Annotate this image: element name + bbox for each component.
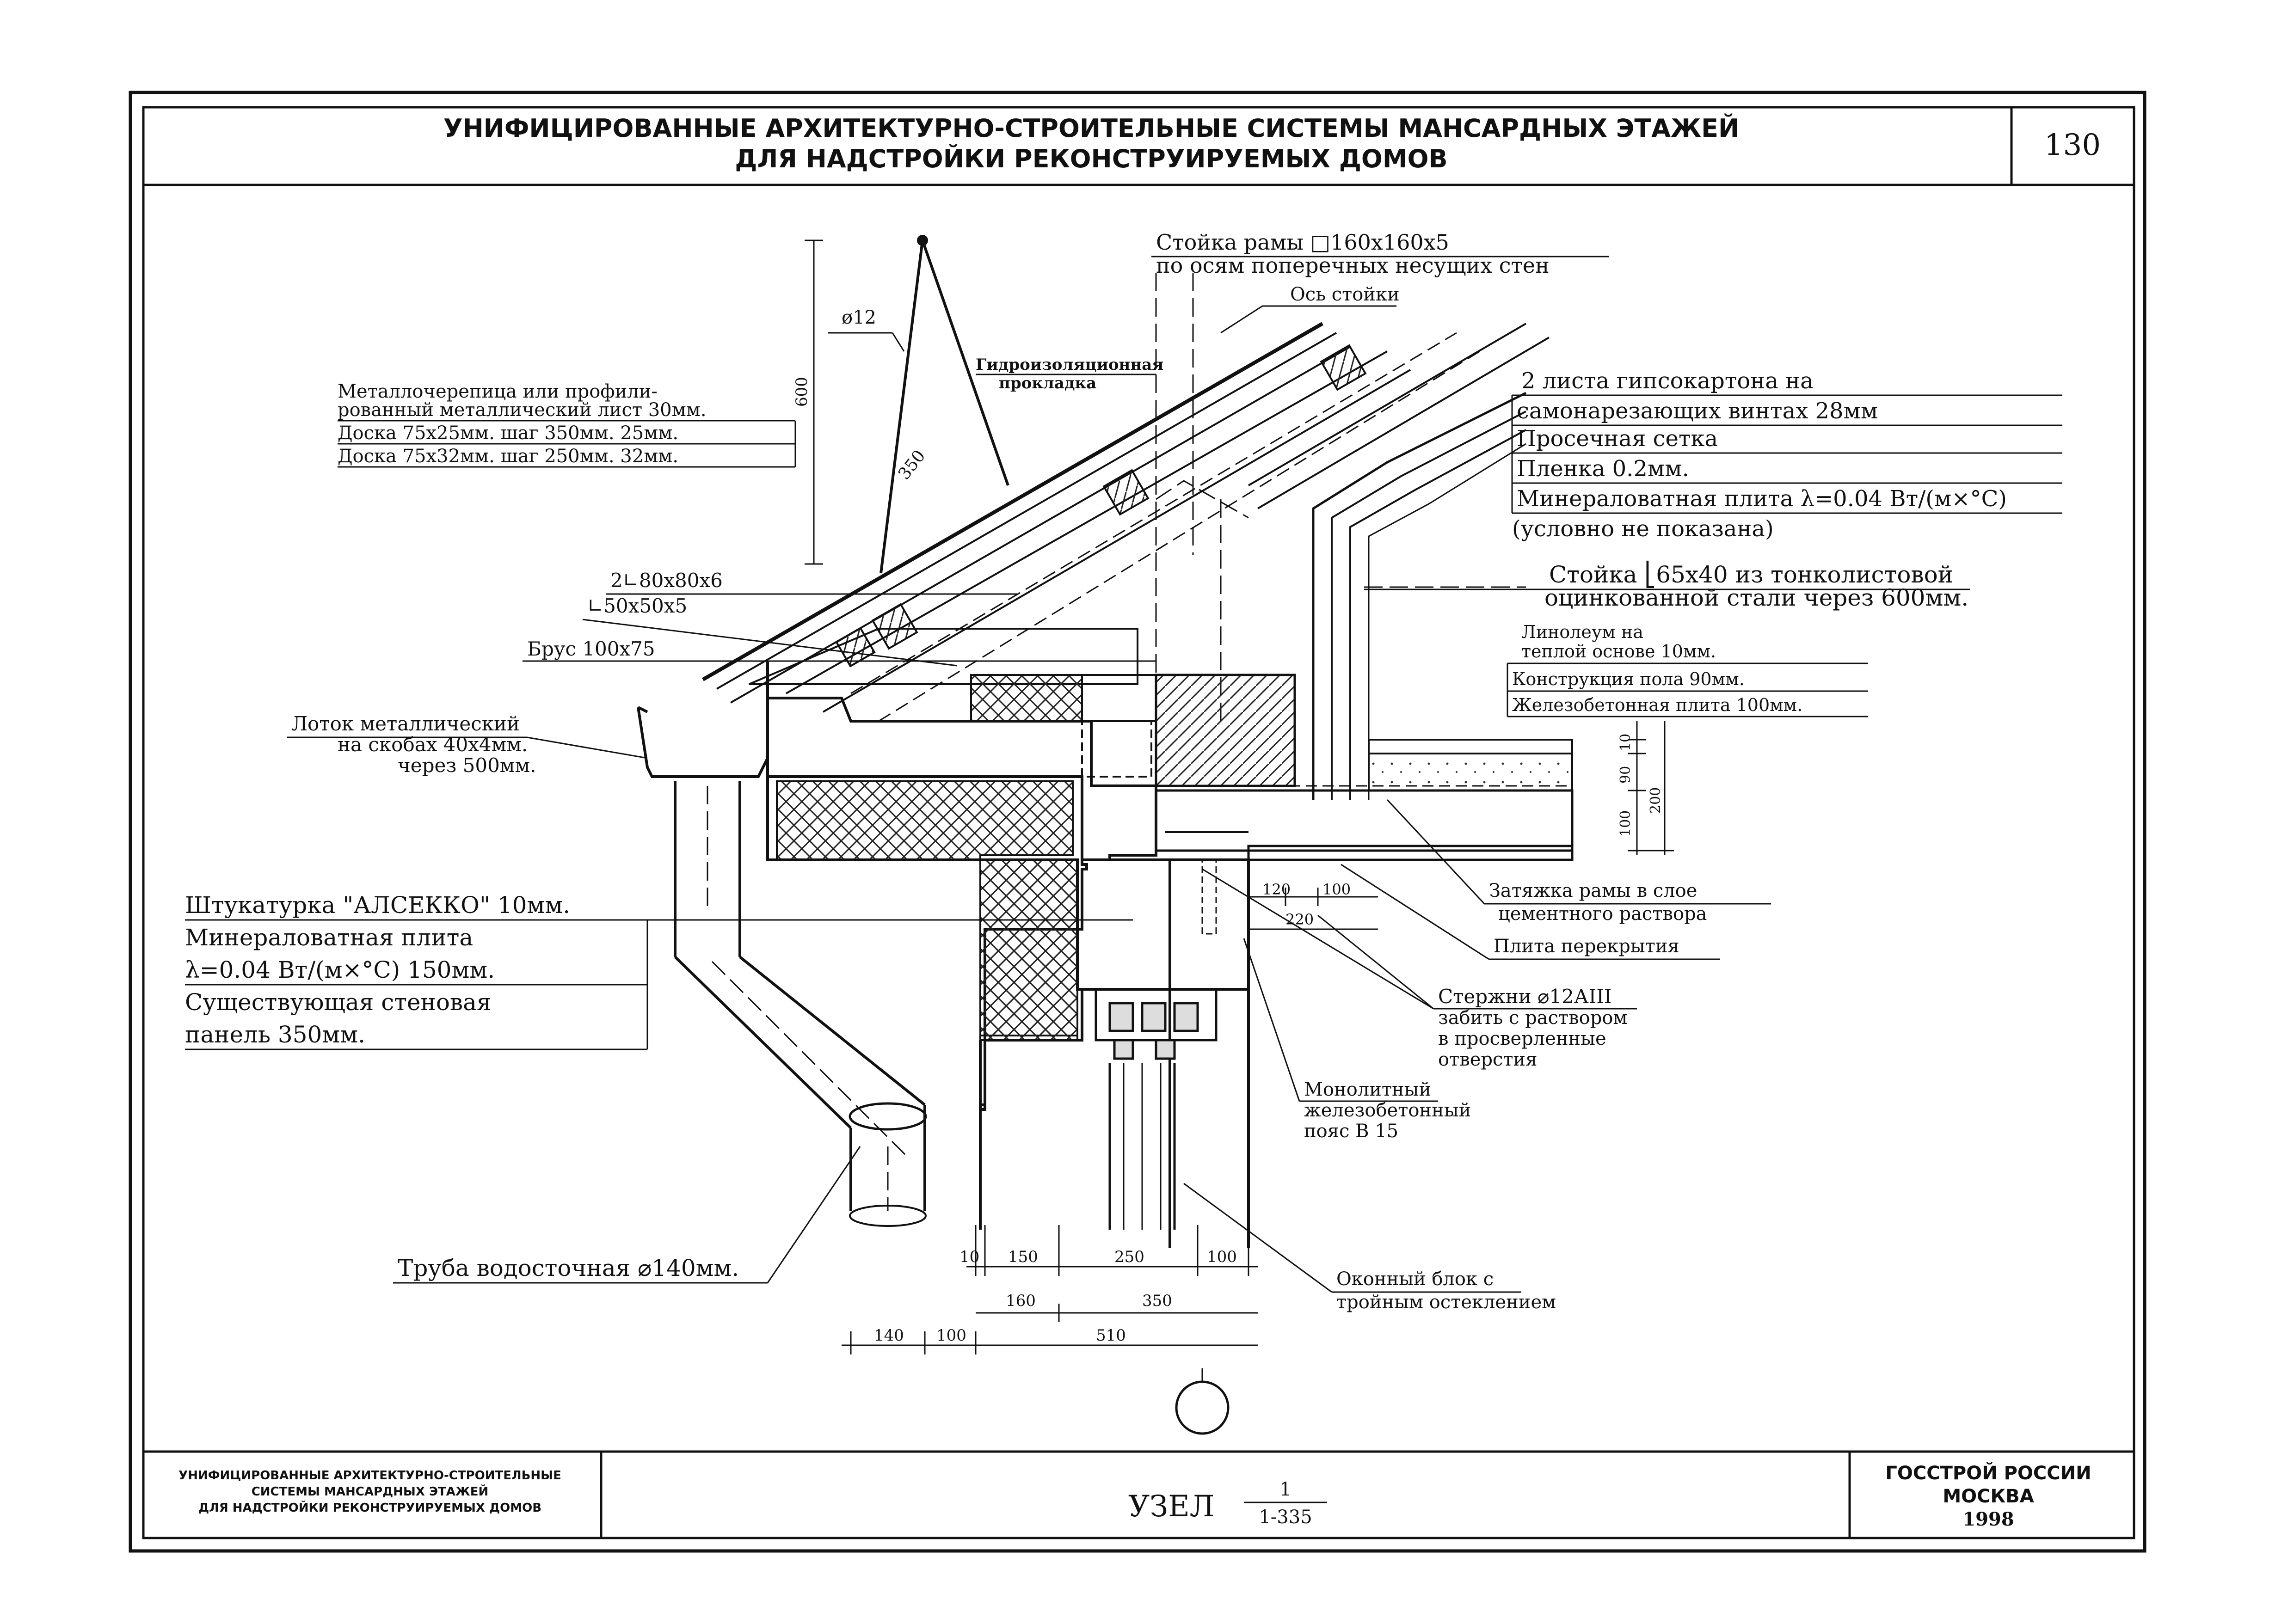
sheet-title-line-1: УНИФИЦИРОВАННЫЕ АРХИТЕКТУРНО-СТРОИТЕЛЬНЫ… [443, 114, 1739, 143]
dim-90: 90 [1617, 766, 1634, 784]
floor-callouts [1507, 662, 1868, 717]
bottom-dimension-chains [842, 1225, 1258, 1354]
dim-100-inner: 100 [1322, 881, 1351, 898]
beam-label: Брус 100х75 [527, 637, 655, 660]
sheet-number: 130 [2044, 128, 2101, 162]
tie-label-2: цементного раствора [1498, 903, 1707, 925]
plaster-label: Штукатурка "АЛСЕККО" 10мм. [185, 892, 570, 919]
rods-label-1: Стержни ⌀12АIII [1438, 985, 1611, 1008]
rods-label-4: отверстия [1438, 1049, 1537, 1070]
node-number: 1 [1279, 1479, 1291, 1500]
roof-metal-label-1: Металлочерепица или профили- [338, 381, 658, 402]
linoleum-label-1: Линолеум на [1521, 622, 1643, 642]
node-reference: 1-335 [1259, 1507, 1312, 1528]
waterproof-label-1: Гидроизоляционная [976, 355, 1163, 374]
roof-metal-label-2: рованный металлический лист 30мм. [338, 399, 707, 421]
monolith-label-1: Монолитный [1304, 1079, 1431, 1100]
mineral-wool-label-1: Минераловатная плита [185, 924, 473, 951]
slab-label: Плита перекрытия [1494, 936, 1679, 957]
org-year: 1998 [1962, 1508, 2014, 1530]
dim-200: 200 [1648, 787, 1664, 814]
attic-wall-callouts [1511, 394, 2062, 514]
footer-title-line-3: ДЛЯ НАДСТРОЙКИ РЕКОНСТРУИРУЕМЫХ ДОМОВ [198, 1500, 541, 1515]
gutter-label-1: Лоток металлический [291, 712, 520, 735]
gutter-and-drainpipe [637, 661, 927, 1227]
floor-construction [1155, 739, 1574, 852]
sheet-frame [129, 91, 2146, 1553]
monolith-label-2: железобетонный [1304, 1100, 1471, 1121]
dim-220: 220 [1285, 911, 1314, 928]
dim-row1-250: 250 [1114, 1248, 1144, 1266]
steel-post-label-1: Стойка ⎣65х40 из тонколистовой [1549, 560, 1953, 588]
not-shown-label: (условно не показана) [1512, 516, 1774, 542]
dim-350-label: 350 [895, 447, 929, 483]
dim-100: 100 [1617, 810, 1634, 837]
footer-title-line-2: СИСТЕМЫ МАНСАРДНЫХ ЭТАЖЕЙ [252, 1484, 489, 1499]
batten-label-1: Доска 75х25мм. шаг 350мм. 25мм. [338, 423, 678, 444]
mineral-slab-label: Минераловатная плита λ=0.04 Вт/(м×°С) [1517, 486, 2007, 512]
footer-title-line-1: УНИФИЦИРОВАННЫЕ АРХИТЕКТУРНО-СТРОИТЕЛЬНЫ… [178, 1469, 561, 1483]
sheet-title-line-2: ДЛЯ НАДСТРОЙКИ РЕКОНСТРУИРУЕМЫХ ДОМОВ [735, 144, 1447, 173]
rc-slab-label: Железобетонная плита 100мм. [1512, 695, 1802, 715]
gutter-label-3: через 500мм. [398, 754, 536, 777]
gutter-label-2: на скобах 40х4мм. [338, 733, 528, 756]
floor-dimensions [1628, 721, 1674, 855]
dim-row3-510: 510 [1096, 1326, 1126, 1345]
wall-panel-label-1: Существующая стеновая [185, 989, 491, 1016]
gypsum-label-2: самонарезающих винтах 28мм [1517, 398, 1878, 424]
angle-label-2: ∟50х50х5 [587, 594, 687, 617]
wall-layer-callouts [185, 919, 1133, 1050]
roof-layer-callouts [338, 420, 796, 468]
dim-600-label: 600 [793, 377, 811, 407]
batten-label-2: Доска 75х32мм. шаг 250мм. 32мм. [338, 446, 678, 467]
window-label-2: тройным остеклением [1336, 1292, 1556, 1313]
attic-interior-wall [1312, 392, 1527, 800]
dim-row1-100: 100 [1207, 1248, 1237, 1266]
snow-guard-bracket [805, 235, 1009, 574]
dim-row2-160: 160 [1006, 1292, 1036, 1310]
window-block [1095, 988, 1218, 1230]
wall-panel-label-2: панель 350мм. [185, 1021, 365, 1048]
rods-label-3: в просверленные [1438, 1028, 1606, 1049]
rafter-blocks [835, 344, 1367, 668]
film-label: Пленка 0.2мм. [1517, 456, 1689, 482]
drainpipe-label: Труба водосточная ⌀140мм. [398, 1255, 739, 1281]
angle-label-1: 2∟80х80х6 [610, 569, 723, 592]
dim-10: 10 [1617, 734, 1634, 751]
steel-post-label-2: оцинкованной стали через 600мм. [1544, 584, 1968, 611]
mesh-label: Просечная сетка [1517, 426, 1718, 452]
org-city: МОСКВА [1943, 1486, 2034, 1507]
linoleum-label-2: теплой основе 10мм. [1521, 641, 1716, 662]
dim-row1-150: 150 [1008, 1248, 1038, 1266]
gypsum-label-1: 2 листа гипсокартона на [1521, 368, 1814, 394]
rod-diameter-label: ø12 [842, 307, 876, 328]
frame-post-label-1: Стойка рамы □160х160х5 [1156, 230, 1449, 255]
mineral-wool-insulation [766, 775, 1088, 1111]
dim-row1-10: 10 [959, 1248, 979, 1266]
rods-label-2: забить с раствором [1438, 1007, 1628, 1029]
eaves-structure [749, 628, 1296, 861]
org-name: ГОССТРОЙ РОССИИ [1885, 1462, 2091, 1484]
mineral-wool-label-2: λ=0.04 Вт/(м×°С) 150мм. [185, 956, 495, 983]
tie-label-1: Затяжка рамы в слое [1489, 880, 1697, 901]
dim-row2-350: 350 [1142, 1292, 1172, 1310]
dim-row3-100: 100 [936, 1326, 966, 1345]
dim-120: 120 [1262, 881, 1291, 898]
section-marker [1175, 1380, 1230, 1435]
waterproof-label-2: прокладка [999, 374, 1096, 392]
node-label: УЗЕЛ [1128, 1489, 1214, 1524]
monolith-label-3: пояс В 15 [1304, 1121, 1398, 1142]
inner-dimensions [1248, 888, 1378, 930]
post-axis-label: Ось стойки [1290, 284, 1400, 305]
floor-construction-label: Конструкция пола 90мм. [1512, 669, 1745, 689]
dim-row3-140: 140 [874, 1326, 904, 1345]
existing-wall-panel [979, 831, 1574, 1248]
frame-post [1155, 273, 1249, 721]
window-label-1: Оконный блок с [1336, 1269, 1494, 1290]
